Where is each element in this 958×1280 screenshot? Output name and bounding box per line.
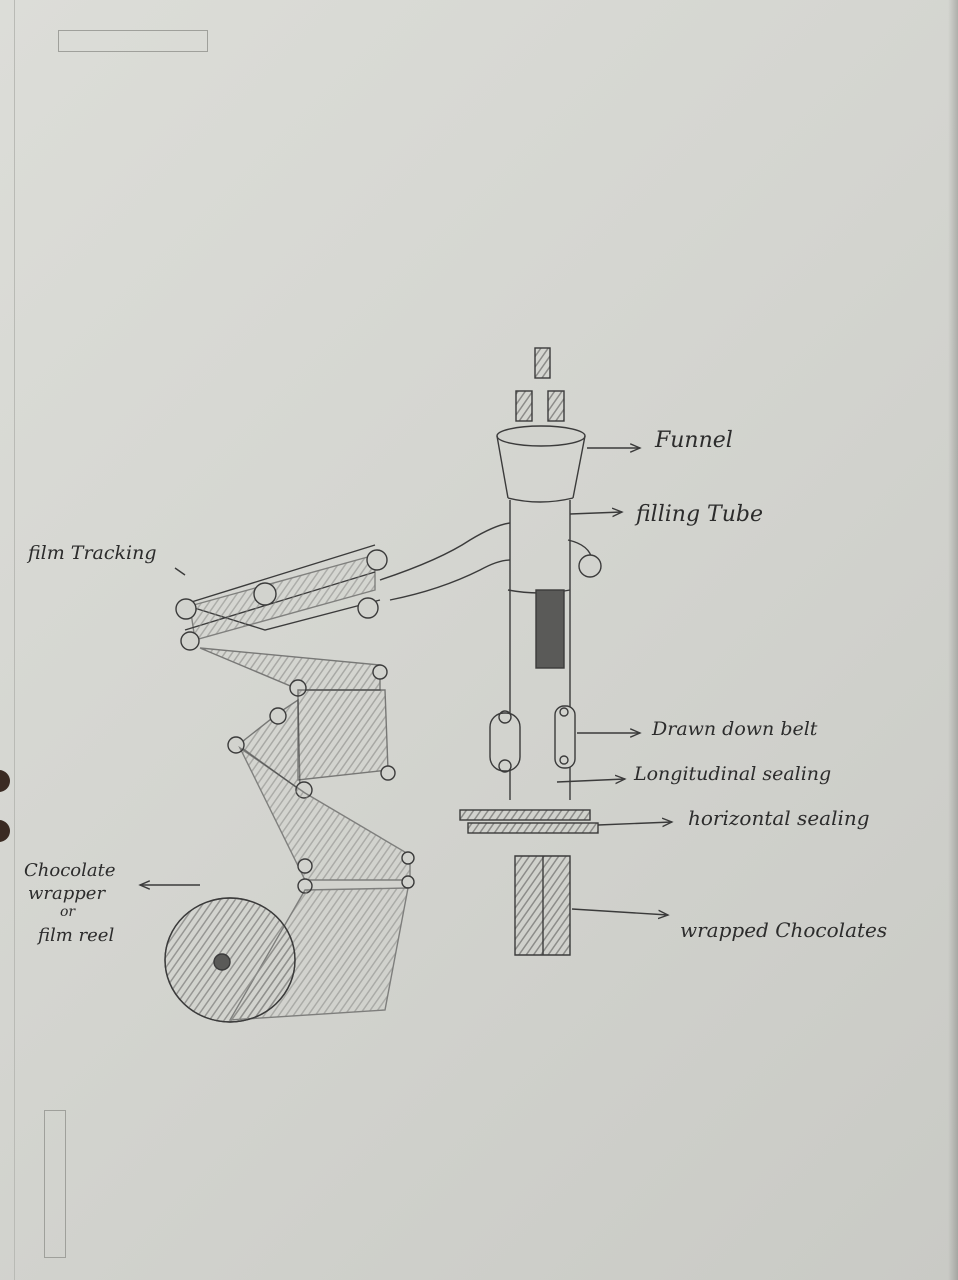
wrapped-chocolates [515, 856, 570, 955]
film-web [380, 523, 510, 580]
label-chocolate: Chocolate [24, 862, 116, 880]
leader-wrapped [572, 909, 668, 915]
product-piece [516, 391, 532, 421]
film-web [390, 560, 510, 600]
sealing-block [536, 590, 564, 668]
label-wrapped-chocolates: wrapped Chocolates [680, 920, 887, 940]
drawn-down-belt-left [490, 711, 520, 772]
leader-film-tracking [175, 568, 185, 575]
product-piece [535, 348, 550, 378]
leader-filling-tube [570, 512, 622, 514]
label-horizontal-sealing: horizontal sealing [688, 808, 870, 828]
label-funnel: Funnel [655, 430, 733, 452]
funnel [497, 426, 585, 502]
label-film-tracking: film Tracking [28, 544, 157, 563]
product-piece [548, 391, 564, 421]
leader-horizontal [598, 822, 672, 825]
label-film-reel: film reel [38, 927, 114, 945]
drawn-down-belt-right [555, 706, 575, 768]
film-tracking-rollers [176, 545, 387, 696]
right-roller [568, 540, 601, 577]
label-wrapper: wrapper [28, 885, 105, 903]
label-or: or [60, 905, 75, 919]
film-reel [165, 898, 295, 1022]
horizontal-sealing-jaws [460, 810, 598, 833]
label-filling-tube: filling Tube [636, 504, 763, 526]
label-drawn-down-belt: Drawn down belt [652, 720, 817, 739]
label-longitudinal-sealing: Longitudinal sealing [634, 765, 831, 784]
leader-longitudinal [557, 779, 625, 782]
